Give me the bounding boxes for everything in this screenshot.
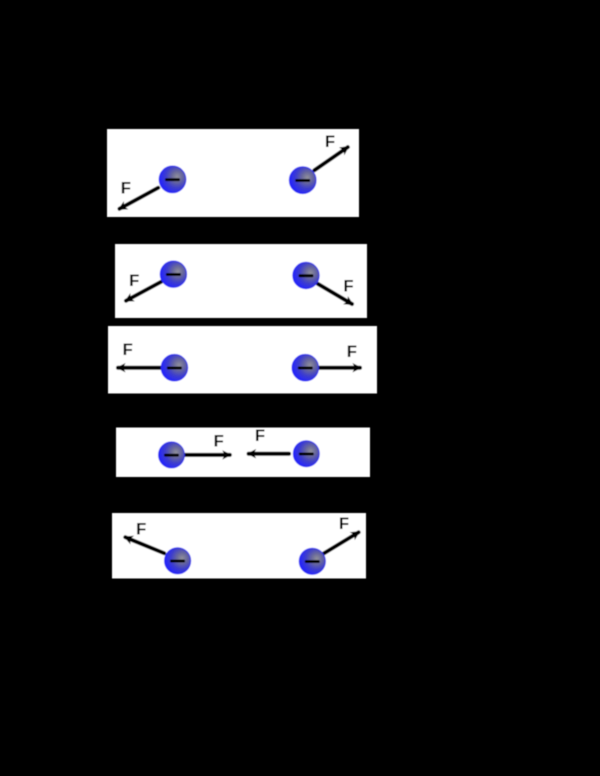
force-arrow: [312, 145, 350, 173]
minus-sign: [166, 366, 182, 370]
force-arrow: [124, 279, 164, 303]
negative-charge: [292, 440, 320, 468]
force-arrow: [315, 281, 354, 306]
force-label: F: [343, 278, 353, 296]
force-arrow: [117, 185, 161, 211]
minus-sign: [298, 274, 314, 278]
minus-sign: [170, 559, 186, 563]
minus-sign: [164, 453, 179, 457]
panel-background: [115, 244, 367, 318]
force-arrow: [322, 530, 361, 556]
negative-charge: [159, 260, 188, 288]
panel-background: [108, 326, 377, 394]
force-label: F: [339, 515, 349, 533]
option-panel-1: FF: [107, 129, 359, 217]
panel-background: [116, 427, 370, 477]
minus-sign: [165, 273, 181, 276]
minus-sign: [295, 179, 311, 182]
force-label: F: [121, 180, 131, 198]
force-label: F: [129, 272, 139, 290]
force-label: F: [136, 520, 146, 538]
negative-charge: [158, 441, 185, 469]
negative-charge: [288, 166, 317, 195]
negative-charge: [291, 353, 320, 382]
minus-sign: [165, 178, 180, 182]
negative-charge: [298, 547, 326, 575]
force-arrow: [123, 535, 167, 556]
minus-sign: [297, 366, 313, 370]
panel-background: [107, 129, 359, 217]
force-label: F: [255, 427, 265, 445]
negative-charge: [164, 547, 192, 575]
negative-charge: [292, 261, 320, 290]
force-label: F: [347, 343, 357, 361]
minus-sign: [298, 452, 314, 456]
negative-charge: [158, 165, 187, 194]
minus-sign: [304, 560, 320, 563]
force-label: F: [325, 133, 335, 151]
force-label: F: [123, 341, 133, 359]
negative-charge: [160, 353, 189, 382]
force-label: F: [214, 433, 224, 451]
